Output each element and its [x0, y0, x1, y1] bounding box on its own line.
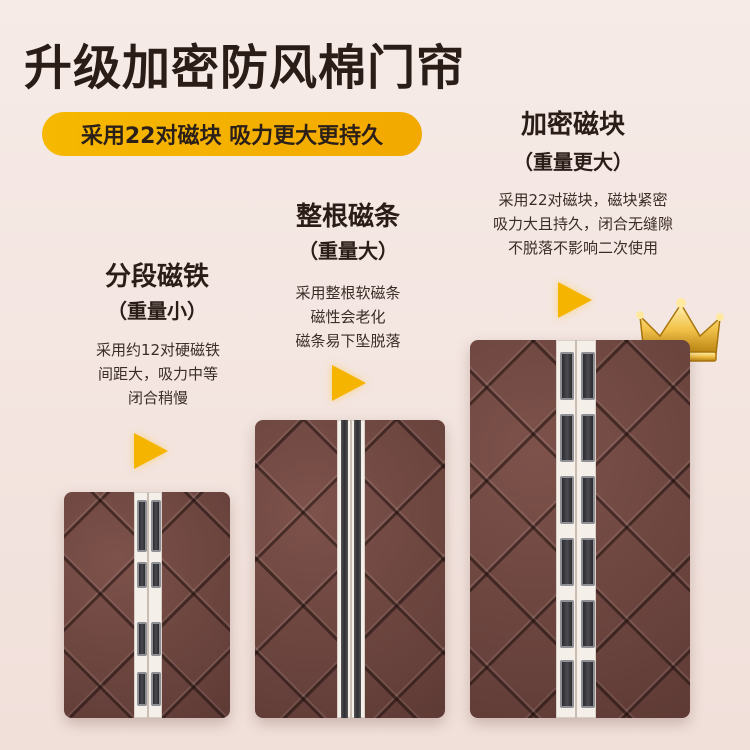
- magnet-block: [151, 500, 161, 552]
- page-title: 升级加密防风棉门帘: [24, 40, 466, 96]
- magnet-block: [137, 622, 147, 656]
- tier-2-desc-line: 磁条易下坠脱落: [295, 332, 401, 350]
- magnet-block: [137, 672, 147, 706]
- tier-1-description: 采用约12对硬磁铁 间距大，吸力中等 闭合稍慢: [58, 338, 258, 410]
- magnet-block: [581, 600, 595, 648]
- magnet-block: [137, 562, 147, 588]
- magnetic-bar: [354, 420, 361, 718]
- magnet-block: [151, 672, 161, 706]
- magnet-block: [151, 622, 161, 656]
- magnet-block: [560, 538, 574, 586]
- magnet-strip: [556, 340, 596, 718]
- magnet-block: [581, 414, 595, 462]
- magnet-block: [151, 562, 161, 588]
- feature-banner: 采用22对磁块 吸力更大更持久: [42, 112, 422, 156]
- magnet-block: [560, 352, 574, 400]
- magnet-block: [581, 538, 595, 586]
- magnet-strip: [337, 420, 365, 718]
- magnet-block: [560, 660, 574, 708]
- tier-1-desc-line: 间距大，吸力中等: [97, 365, 218, 383]
- magnet-block: [560, 600, 574, 648]
- tier-3-desc-line: 采用22对磁块，磁块紧密: [498, 191, 668, 209]
- magnet-block: [581, 352, 595, 400]
- arrow-right-icon: [332, 365, 366, 401]
- tier-1-title: 分段磁铁: [104, 262, 209, 292]
- tier-3-title: 加密磁块: [520, 110, 625, 140]
- tier-2-description: 采用整根软磁条 磁性会老化 磁条易下坠脱落: [248, 281, 448, 353]
- magnet-block: [137, 500, 147, 552]
- tier-3-description: 采用22对磁块，磁块紧密 吸力大且持久，闭合无缝隙 不脱落不影响二次使用: [468, 188, 698, 260]
- tier-3-desc-line: 不脱落不影响二次使用: [507, 239, 658, 257]
- tier-2-title: 整根磁条: [295, 202, 400, 232]
- magnetic-bar: [341, 420, 348, 718]
- tier-3-desc-line: 吸力大且持久，闭合无缝隙: [492, 215, 673, 233]
- tier-2-desc-line: 磁性会老化: [310, 308, 386, 326]
- curtain-panel-full-strip: [255, 420, 445, 718]
- tier-1-desc-line: 采用约12对硬磁铁: [95, 341, 221, 359]
- tier-1-weight: （重量小）: [107, 299, 207, 323]
- magnet-block: [560, 414, 574, 462]
- tier-3-weight: （重量更大）: [513, 150, 633, 174]
- arrow-right-icon: [558, 282, 592, 318]
- curtain-panel-dense-blocks: [470, 340, 690, 718]
- magnet-block: [560, 476, 574, 524]
- tier-2-weight: （重量大）: [298, 239, 398, 263]
- curtain-panel-segmented: [64, 492, 230, 718]
- tier-2-desc-line: 采用整根软磁条: [295, 284, 401, 302]
- magnet-block: [581, 476, 595, 524]
- tier-1-desc-line: 闭合稍慢: [127, 389, 188, 407]
- arrow-right-icon: [134, 433, 168, 469]
- magnet-strip: [134, 492, 162, 718]
- magnet-block: [581, 660, 595, 708]
